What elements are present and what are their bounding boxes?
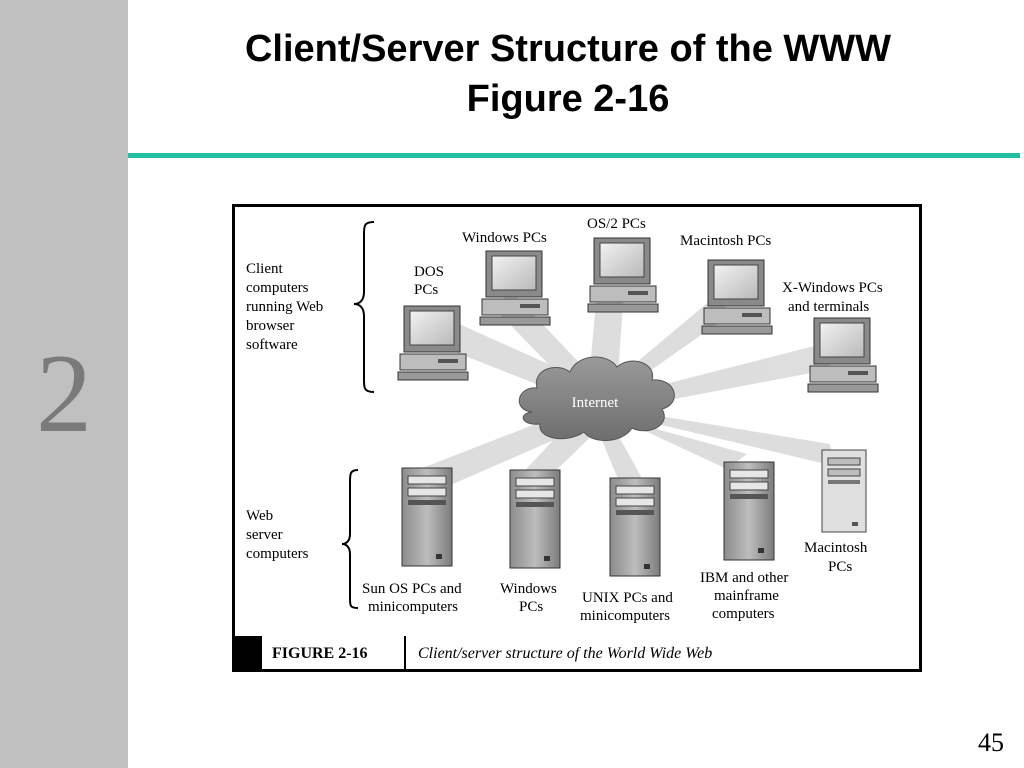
- server-label-line-3: computers: [246, 546, 309, 562]
- title-line-1: Client/Server Structure of the WWW: [244, 28, 892, 70]
- client-group-label: Client computers running Web browser sof…: [246, 261, 323, 353]
- server-label-line-2: server: [246, 527, 283, 543]
- server-tower-icon: [723, 461, 775, 561]
- client-label-line-2: computers: [246, 280, 309, 296]
- ibm-label-3: computers: [712, 606, 775, 622]
- caption-marker: [232, 636, 262, 672]
- caption-text: Client/server structure of the World Wid…: [418, 645, 713, 662]
- page-number: 45: [978, 728, 1004, 757]
- chapter-number: 2: [36, 332, 92, 456]
- caption-number: FIGURE 2-16: [272, 645, 368, 662]
- client-xwindows-pc: X-Windows PCs and terminals: [782, 280, 883, 393]
- client-label-line-4: browser: [246, 318, 294, 334]
- client-bracket: [353, 221, 375, 393]
- server-tower-icon: [821, 449, 867, 533]
- sunos-label-1: Sun OS PCs and: [362, 581, 462, 597]
- client-label-line-1: Client: [246, 261, 283, 277]
- server-sunos: Sun OS PCs and minicomputers: [362, 467, 462, 615]
- server-windows: Windows PCs: [500, 469, 561, 615]
- xwindows-label-1: X-Windows PCs: [782, 280, 883, 296]
- caption-divider: [404, 636, 406, 672]
- dos-label-1: DOS: [414, 264, 444, 280]
- sunos-label-2: minicomputers: [368, 599, 458, 615]
- macintosh-server-label-2: PCs: [828, 559, 852, 575]
- computer-icon: [479, 250, 551, 326]
- ibm-label-1: IBM and other: [700, 570, 788, 586]
- server-tower-icon: [509, 469, 561, 569]
- windows-server-label-1: Windows: [500, 581, 557, 597]
- dos-label-2: PCs: [414, 282, 438, 298]
- unix-label-1: UNIX PCs and: [582, 590, 673, 606]
- server-ibm-mainframe: IBM and other mainframe computers: [700, 461, 788, 622]
- xwindows-label-2: and terminals: [788, 299, 869, 315]
- macintosh-pc-label: Macintosh PCs: [680, 233, 771, 249]
- client-windows-pc: Windows PCs: [462, 230, 551, 326]
- client-dos-pc: DOS PCs: [397, 264, 469, 381]
- internet-label: Internet: [572, 395, 619, 411]
- internet-cloud: Internet: [518, 356, 675, 441]
- client-label-line-3: running Web: [246, 299, 323, 315]
- os2-pc-label: OS/2 PCs: [587, 216, 646, 232]
- computer-icon: [587, 237, 659, 313]
- title-line-2: Figure 2-16: [466, 78, 670, 120]
- computer-icon: [807, 317, 879, 393]
- server-tower-icon: [401, 467, 453, 567]
- server-group-label: Web server computers: [246, 508, 309, 562]
- client-label-line-5: software: [246, 337, 298, 353]
- server-unix: UNIX PCs and minicomputers: [580, 477, 673, 624]
- windows-server-label-2: PCs: [519, 599, 543, 615]
- figure-caption: FIGURE 2-16 Client/server structure of t…: [232, 636, 922, 672]
- client-macintosh-pc: Macintosh PCs: [680, 233, 773, 335]
- unix-label-2: minicomputers: [580, 608, 670, 624]
- side-bar: [0, 0, 128, 768]
- slide-title: Client/Server Structure of the WWW Figur…: [128, 24, 1008, 124]
- computer-icon: [397, 305, 469, 381]
- ibm-label-2: mainframe: [714, 588, 779, 604]
- server-macintosh: Macintosh PCs: [804, 449, 868, 575]
- title-rule: [128, 153, 1020, 158]
- server-label-line-1: Web: [246, 508, 273, 524]
- client-os2-pc: OS/2 PCs: [587, 216, 659, 313]
- macintosh-server-label-1: Macintosh: [804, 540, 868, 556]
- computer-icon: [701, 259, 773, 335]
- windows-pc-label: Windows PCs: [462, 230, 547, 246]
- server-bracket: [341, 469, 359, 609]
- server-tower-icon: [609, 477, 661, 577]
- network-diagram: Internet Client computers running Web br…: [232, 204, 922, 672]
